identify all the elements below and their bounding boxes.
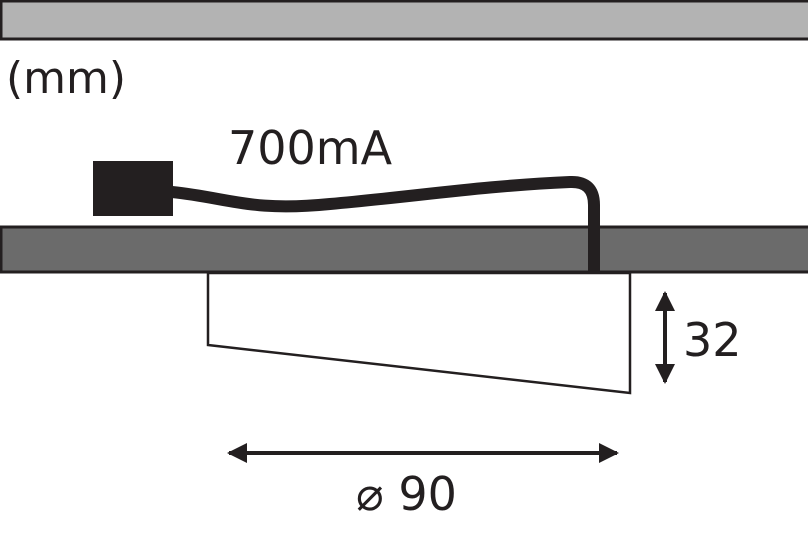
driver-plug	[93, 161, 173, 216]
ceiling-panel	[0, 225, 808, 274]
top-bar	[0, 0, 808, 41]
diameter-label: ⌀ 90	[356, 467, 457, 521]
current-label: 700mA	[228, 121, 393, 175]
cable	[171, 175, 600, 272]
unit-label: (mm)	[6, 53, 126, 104]
height-label: 32	[683, 313, 742, 367]
fixture-body	[206, 271, 632, 395]
